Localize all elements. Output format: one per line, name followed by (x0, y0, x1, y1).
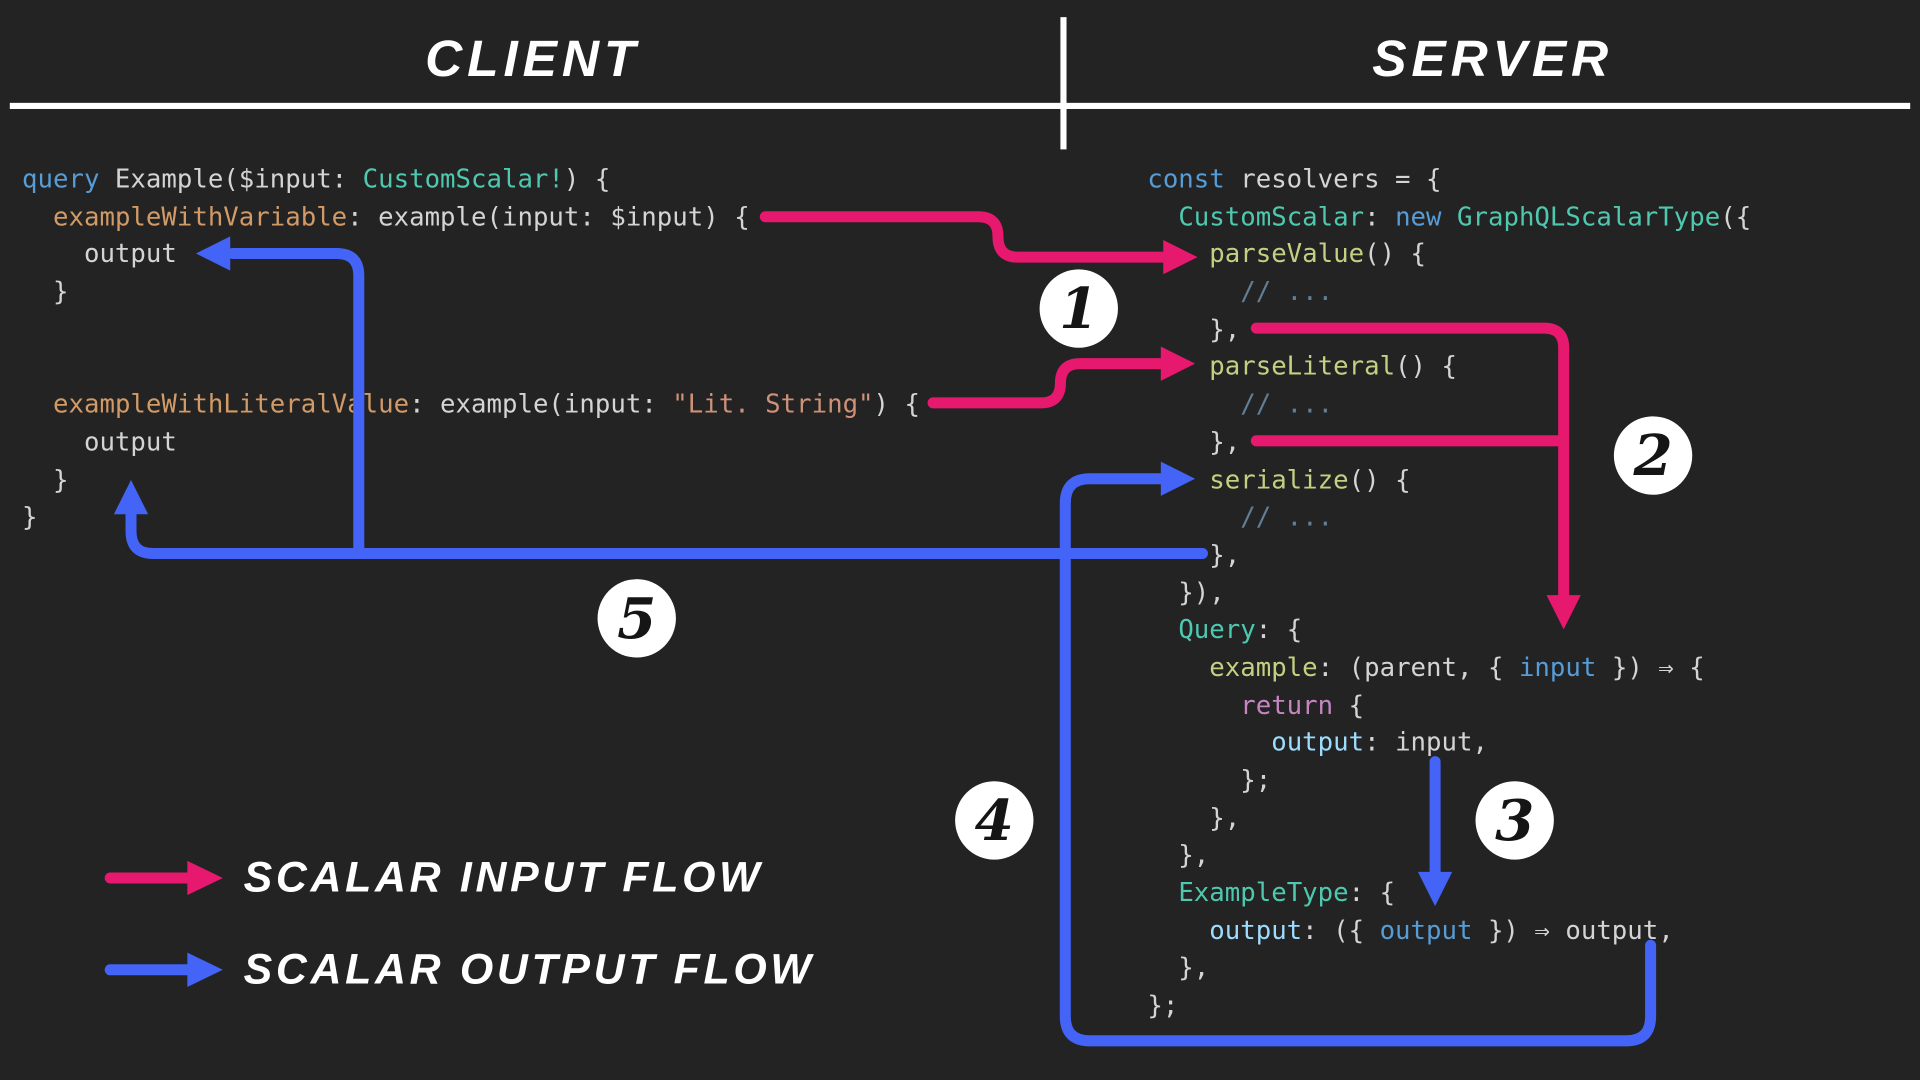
code-line: parseLiteral() { (1209, 351, 1457, 382)
legend-item-output: SCALAR OUTPUT FLOW (104, 943, 814, 997)
code-line: output (22, 427, 177, 457)
code-line: }, (1147, 539, 1241, 570)
code-line: exampleWithVariable: example(input: $inp… (53, 201, 750, 232)
output-flow-arrow-icon (104, 952, 223, 987)
column-divider (1060, 17, 1067, 150)
code-line: CustomScalar: new GraphQLScalarType({ (1178, 201, 1752, 232)
code-line: }), (1147, 577, 1225, 607)
client-heading: CLIENT (425, 29, 641, 87)
step-badge-2: 2 (1613, 416, 1693, 495)
step-badge-5: 5 (597, 579, 676, 658)
legend-output-label: SCALAR OUTPUT FLOW (243, 945, 815, 994)
code-line: }, (1147, 314, 1241, 344)
code-line: } (22, 502, 38, 532)
code-line: } (22, 276, 69, 307)
server-code-block: const resolvers = { CustomScalar: new Gr… (1147, 160, 1751, 1024)
code-line: output: ({ output }) ⇒ output, (1209, 915, 1674, 945)
client-code-block: query Example($input: CustomScalar!) { e… (22, 160, 920, 536)
step-badge-3: 3 (1475, 781, 1554, 860)
code-line (22, 311, 920, 349)
code-line (22, 348, 920, 386)
code-line: } (22, 464, 69, 495)
code-line: const resolvers = { (1147, 164, 1442, 194)
code-line: query Example($input: CustomScalar!) { (22, 164, 611, 194)
code-line: parseValue() { (1209, 239, 1427, 269)
code-line: // ... (1240, 502, 1334, 532)
code-line: }, (1147, 427, 1241, 457)
legend-input-label: SCALAR INPUT FLOW (243, 853, 764, 902)
input-flow-arrow-icon (104, 860, 223, 896)
code-line: return { (1240, 690, 1365, 720)
step-badge-4: 4 (955, 781, 1034, 860)
legend-item-input: SCALAR INPUT FLOW (104, 851, 763, 905)
code-line: exampleWithLiteralValue: example(input: … (53, 389, 921, 419)
server-heading: SERVER (1372, 29, 1614, 87)
code-line: }, (1147, 840, 1210, 870)
code-line: }, (1147, 802, 1241, 833)
code-line: output: input, (1271, 727, 1488, 758)
code-line: // ... (1240, 276, 1334, 307)
code-line: output (22, 239, 177, 269)
code-line: Query: { (1178, 615, 1303, 645)
step-badge-1: 1 (1039, 269, 1118, 348)
code-line: }, (1147, 953, 1210, 983)
header-underline (9, 102, 1911, 109)
code-line: }; (1147, 990, 1179, 1021)
code-line: ExampleType: { (1178, 878, 1396, 908)
code-line: }; (1147, 765, 1272, 795)
code-line: example: (parent, { input }) ⇒ { (1209, 652, 1705, 682)
